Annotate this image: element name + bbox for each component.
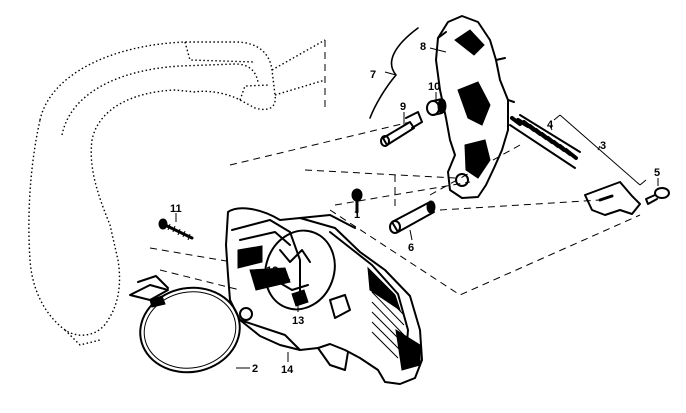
chain-guard-housing bbox=[225, 207, 423, 385]
callout-14: 14 bbox=[281, 364, 294, 376]
callout-13: 13 bbox=[292, 315, 304, 327]
callout-5: 5 bbox=[654, 167, 660, 179]
spring-4 bbox=[509, 114, 581, 169]
callout-9: 9 bbox=[400, 101, 406, 113]
callout-6: 6 bbox=[408, 242, 414, 254]
callout-2: 2 bbox=[252, 363, 258, 375]
callout-3: 3 bbox=[600, 140, 606, 152]
front-handle bbox=[28, 39, 326, 346]
assembly-bracket-7 bbox=[369, 27, 419, 119]
assembly-bracket-3 bbox=[553, 114, 647, 186]
bushing-10 bbox=[426, 98, 447, 116]
screw-11 bbox=[158, 218, 194, 241]
shaft-6 bbox=[389, 200, 436, 234]
callout-4: 4 bbox=[547, 119, 554, 131]
alignment-lines bbox=[149, 40, 641, 296]
brake-lever bbox=[435, 15, 515, 199]
callouts: 1 2 3 4 5 6 7 8 9 10 11 12 13 14 bbox=[170, 41, 660, 376]
callout-1: 1 bbox=[354, 209, 360, 221]
screw-5 bbox=[645, 187, 670, 205]
pin-9 bbox=[380, 111, 423, 147]
brake-band bbox=[129, 275, 241, 374]
leader-lines bbox=[175, 47, 659, 369]
latch bbox=[584, 181, 641, 216]
callout-7: 7 bbox=[370, 69, 376, 81]
callout-8: 8 bbox=[420, 41, 426, 53]
callout-11: 11 bbox=[170, 203, 182, 215]
callout-12: 12 bbox=[266, 265, 278, 277]
callout-10: 10 bbox=[428, 81, 440, 93]
